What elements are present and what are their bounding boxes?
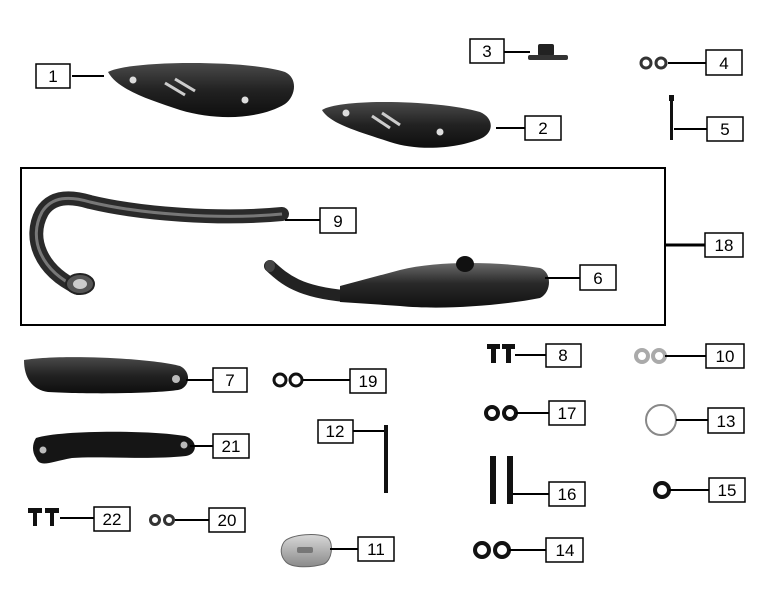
callout-label-18: 18: [715, 236, 734, 255]
callout-19: 19: [303, 368, 387, 394]
callout-label-12: 12: [326, 422, 345, 441]
callout-label-14: 14: [556, 541, 575, 560]
bracket-21: [33, 431, 195, 464]
callout-label-21: 21: [222, 437, 241, 456]
callout-label-3: 3: [482, 42, 491, 61]
callout-9: 9: [285, 207, 357, 234]
callout-label-2: 2: [538, 119, 547, 138]
callout-15: 15: [669, 477, 746, 503]
washer-15: [653, 481, 671, 499]
callout-1: 1: [35, 63, 104, 89]
callout-label-19: 19: [359, 372, 378, 391]
bracket-7: [24, 357, 189, 394]
callout-label-5: 5: [720, 120, 729, 139]
callout-8: 8: [515, 343, 582, 368]
callout-label-11: 11: [367, 540, 385, 559]
washer-pair-20: [149, 514, 175, 526]
callout-20: 20: [175, 507, 246, 533]
callout-16: 16: [513, 481, 586, 507]
callout-17: 17: [516, 400, 586, 426]
header-pipe: [29, 191, 289, 295]
bolts-8: [487, 344, 515, 363]
washer-pair-17: [484, 405, 518, 421]
callout-5: 5: [674, 116, 744, 142]
callout-label-4: 4: [719, 54, 728, 73]
heat-shield-lower: [322, 101, 491, 148]
callout-label-9: 9: [333, 212, 342, 231]
callout-label-17: 17: [558, 404, 577, 423]
callout-label-10: 10: [716, 347, 735, 366]
callout-18: 18: [666, 232, 744, 258]
assembly-frame: [20, 167, 666, 326]
pin-5: [669, 95, 674, 140]
callout-22: 22: [60, 506, 131, 532]
callout-3: 3: [469, 38, 530, 64]
washer-pair-14: [473, 541, 511, 559]
studs-16: [490, 456, 513, 504]
callout-11: 11: [330, 536, 395, 562]
callout-label-8: 8: [558, 346, 567, 365]
callout-label-13: 13: [717, 412, 736, 431]
bolts-22: [28, 508, 59, 526]
callout-12: 12: [317, 419, 384, 444]
callout-label-7: 7: [225, 371, 234, 390]
callout-4: 4: [668, 49, 743, 76]
o-ring-13: [645, 404, 677, 436]
callout-10: 10: [665, 343, 745, 369]
callout-7: 7: [186, 367, 248, 393]
heat-shield-upper: [108, 63, 295, 118]
callout-label-22: 22: [103, 510, 122, 529]
muffler: [264, 256, 549, 308]
callout-label-1: 1: [48, 67, 57, 86]
callout-13: 13: [676, 407, 745, 434]
callout-6: 6: [545, 264, 617, 291]
callout-label-15: 15: [718, 481, 737, 500]
rubber-cap: [528, 44, 568, 60]
callout-14: 14: [509, 537, 584, 563]
callout-label-6: 6: [593, 269, 602, 288]
washer-pair-4: [639, 56, 668, 70]
washer-pair-10: [634, 348, 667, 364]
pin-12: [384, 425, 388, 493]
callout-label-20: 20: [218, 511, 237, 530]
callout-label-16: 16: [558, 485, 577, 504]
callout-21: 21: [190, 433, 250, 459]
washer-pair-19: [272, 372, 304, 388]
callout-2: 2: [496, 115, 562, 141]
grommet-11: [280, 534, 332, 568]
